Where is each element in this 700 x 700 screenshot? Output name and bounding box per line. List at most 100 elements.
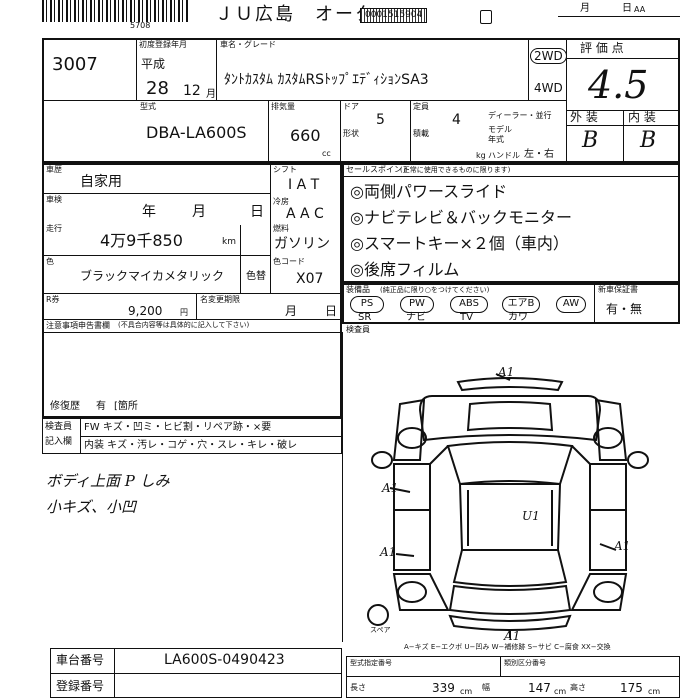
stamp-icon [480, 10, 492, 24]
right-side [589, 463, 627, 571]
sales-point-2: ◎ナビテレビ＆バックモニター [350, 208, 572, 227]
shaken-day: 日 [250, 204, 264, 220]
type-value: DBA-LA600S [146, 123, 247, 142]
sales-points-frame [342, 163, 680, 283]
div-dims-mid [500, 656, 501, 676]
div-score-label [566, 58, 680, 59]
doors-value: 5 [376, 112, 385, 128]
color-number-label: 色替 [246, 271, 266, 282]
div-lot-bottom [42, 100, 136, 101]
recycle-value: 9,200 [128, 304, 163, 318]
div-manual [594, 283, 595, 324]
exterior-label: 外 装 [570, 110, 598, 124]
header-month: 月 [580, 3, 590, 14]
height-unit: cm [648, 687, 661, 696]
displacement-value: 660 [290, 126, 321, 145]
capacity-value: 4 [452, 112, 461, 128]
usage-value: 自家用 [80, 174, 122, 190]
rear-window [452, 549, 568, 587]
drive-4wd: 4WD [534, 81, 563, 95]
displacement-unit: cc [322, 149, 331, 158]
model-label: 車名・グレード [220, 40, 276, 49]
interior-value: B [640, 128, 657, 153]
manual-value: 有・無 [606, 302, 643, 316]
rear-bumper [448, 614, 572, 631]
load-label: 積載 [413, 129, 429, 138]
rear-left-quarter [392, 573, 450, 611]
displacement-label: 排気量 [271, 102, 295, 111]
damage-mark-rear: A1 [504, 629, 521, 643]
usage-label: 車歴 [46, 165, 62, 174]
notes-sub: (不具合内容等は具体的に記入して下さい) [118, 321, 250, 329]
div-recycle [196, 293, 197, 319]
handwritten-note-1: ボディ上面 P しみ [46, 472, 170, 490]
handle-label: ハンドル [488, 151, 520, 160]
length-label: 長さ [350, 683, 366, 692]
length-value: 339 [432, 681, 455, 695]
repair-bracket: [箇所 [114, 401, 138, 412]
div-row2 [136, 100, 566, 101]
header-stamp: 0001515904 [360, 8, 428, 23]
lot-number: 3007 [52, 54, 98, 75]
handle-value: 左・右 [524, 149, 554, 160]
sales-points-label: セールスポイント [346, 165, 410, 174]
height-label: 高さ [570, 683, 586, 692]
notes-label: 注意事項申告書欄 [46, 321, 110, 330]
left-pillar [429, 445, 449, 465]
car-diagram [367, 373, 649, 638]
div-inspection-mid [80, 436, 342, 437]
name-change-label: 名変更期限 [200, 295, 240, 304]
header-title: ＪＵ広島 オーク： [215, 4, 395, 25]
repair-label-text: 修復歴 [50, 401, 80, 412]
div-dims [346, 676, 680, 677]
first-reg-label: 初度登録年月 [139, 40, 187, 49]
fuel-value: ガソリン [274, 236, 330, 252]
pointer-front [495, 373, 511, 381]
width-label: 幅 [482, 683, 490, 692]
header-barcode [42, 0, 190, 22]
div-sales [342, 176, 680, 177]
spare-label: スペア [370, 626, 391, 634]
aircon-label: 冷房 [273, 197, 289, 206]
equip-abs: ABS [450, 296, 488, 313]
pointer-right-rear [599, 543, 617, 551]
front-left-wheel [397, 427, 427, 449]
inspection-label2: 記入欄 [45, 437, 73, 447]
inspection-row2: 内装 キズ・汚レ・コゲ・穴・スレ・キレ・破レ [84, 440, 298, 451]
width-value: 147 [528, 681, 551, 695]
div-disp [340, 100, 341, 163]
div-type [268, 100, 269, 163]
damage-mark-front: A1 [498, 365, 515, 379]
equip-pw: PW [400, 296, 434, 313]
type-label: 型式 [140, 102, 156, 111]
shaken-label: 車検 [46, 195, 62, 204]
drive-2wd: 2WD [530, 48, 567, 64]
rear-left-wheel [397, 581, 427, 603]
div-color [240, 255, 241, 293]
rear-right-wheel [593, 581, 623, 603]
shaken-year: 年 [142, 204, 156, 220]
div-lot [136, 38, 137, 100]
fuel-label: 燃料 [273, 224, 289, 233]
roof [458, 483, 562, 551]
damage-mark-roof: U1 [522, 509, 540, 523]
right-mirror [627, 451, 649, 469]
shift-label: シフト [273, 165, 297, 174]
header-underline [558, 16, 680, 17]
front-right-wheel [593, 427, 623, 449]
interior-label: 内 装 [628, 110, 656, 124]
left-info-frame [42, 163, 342, 418]
height-value: 175 [620, 681, 643, 695]
damage-mark-left: A1 [382, 481, 399, 495]
div-doors [410, 100, 411, 163]
div-drive [528, 38, 529, 100]
name-change-day: 日 [325, 304, 338, 318]
equip-leather: カワ [508, 312, 528, 323]
recycle-label: R券 [46, 295, 60, 304]
doors-label: ドア [343, 102, 359, 111]
div-chassis-label [114, 648, 115, 698]
equip-navi: ナビ [406, 312, 426, 323]
damage-legend: A−キズ E−エクボ U−凹み W−補修跡 S−サビ C−腐食 XX−交換 [404, 643, 611, 651]
model-year-model: モデル [488, 125, 512, 134]
equip-tv: TV [460, 312, 473, 323]
